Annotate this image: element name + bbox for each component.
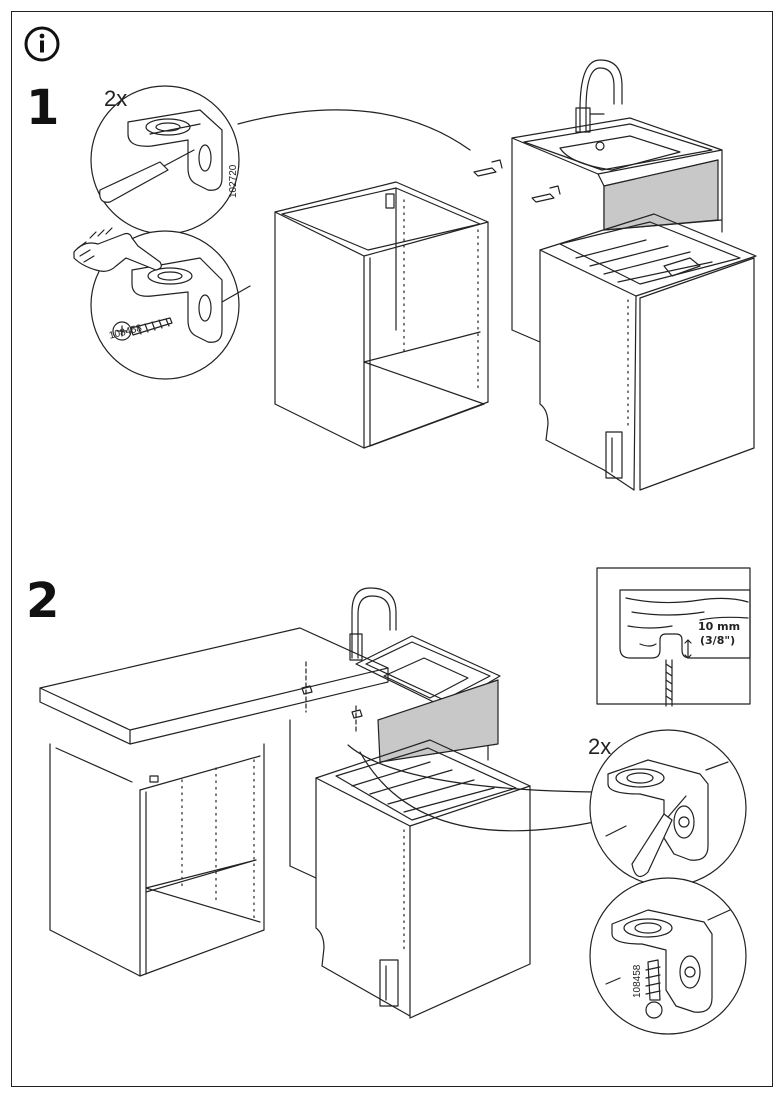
step2-screw-code: 108458 (632, 964, 643, 998)
clearance-in-label: (3/8") (700, 634, 736, 647)
page-frame (11, 11, 773, 1087)
clearance-mm-label: 10 mm (698, 620, 741, 633)
step1-quantity-label: 2x (104, 86, 128, 111)
info-icon (24, 26, 60, 62)
step2-bracket-top (351, 709, 363, 719)
step-1-number: 1 (26, 80, 60, 136)
step2-leader-curve (347, 744, 601, 793)
clearance-detail-box (596, 567, 751, 707)
step2-screw-detail-circle (589, 877, 747, 1035)
step2-dishwasher (315, 739, 531, 1019)
step2-cabinet-frame (49, 743, 265, 977)
sink-front-panel (603, 159, 719, 231)
step1-cabinet-frame (274, 181, 489, 449)
step2-quantity-label: 2x (588, 734, 612, 759)
step2-sink-front-panel (377, 679, 499, 763)
step2-bracket-top (301, 685, 313, 695)
step2-sink-unit (289, 587, 501, 879)
step2-leader-curve (359, 751, 605, 832)
step1-mounting-brackets (473, 159, 561, 203)
step1-bracket-code: 102720 (228, 164, 239, 198)
step2-countertop (39, 627, 389, 745)
step1-dishwasher (539, 213, 757, 491)
hand-press-icon (73, 227, 162, 272)
step-2-number: 2 (26, 573, 60, 629)
step2-bracket-detail-circle (589, 729, 747, 887)
step1-screw-detail-circle (90, 230, 251, 380)
